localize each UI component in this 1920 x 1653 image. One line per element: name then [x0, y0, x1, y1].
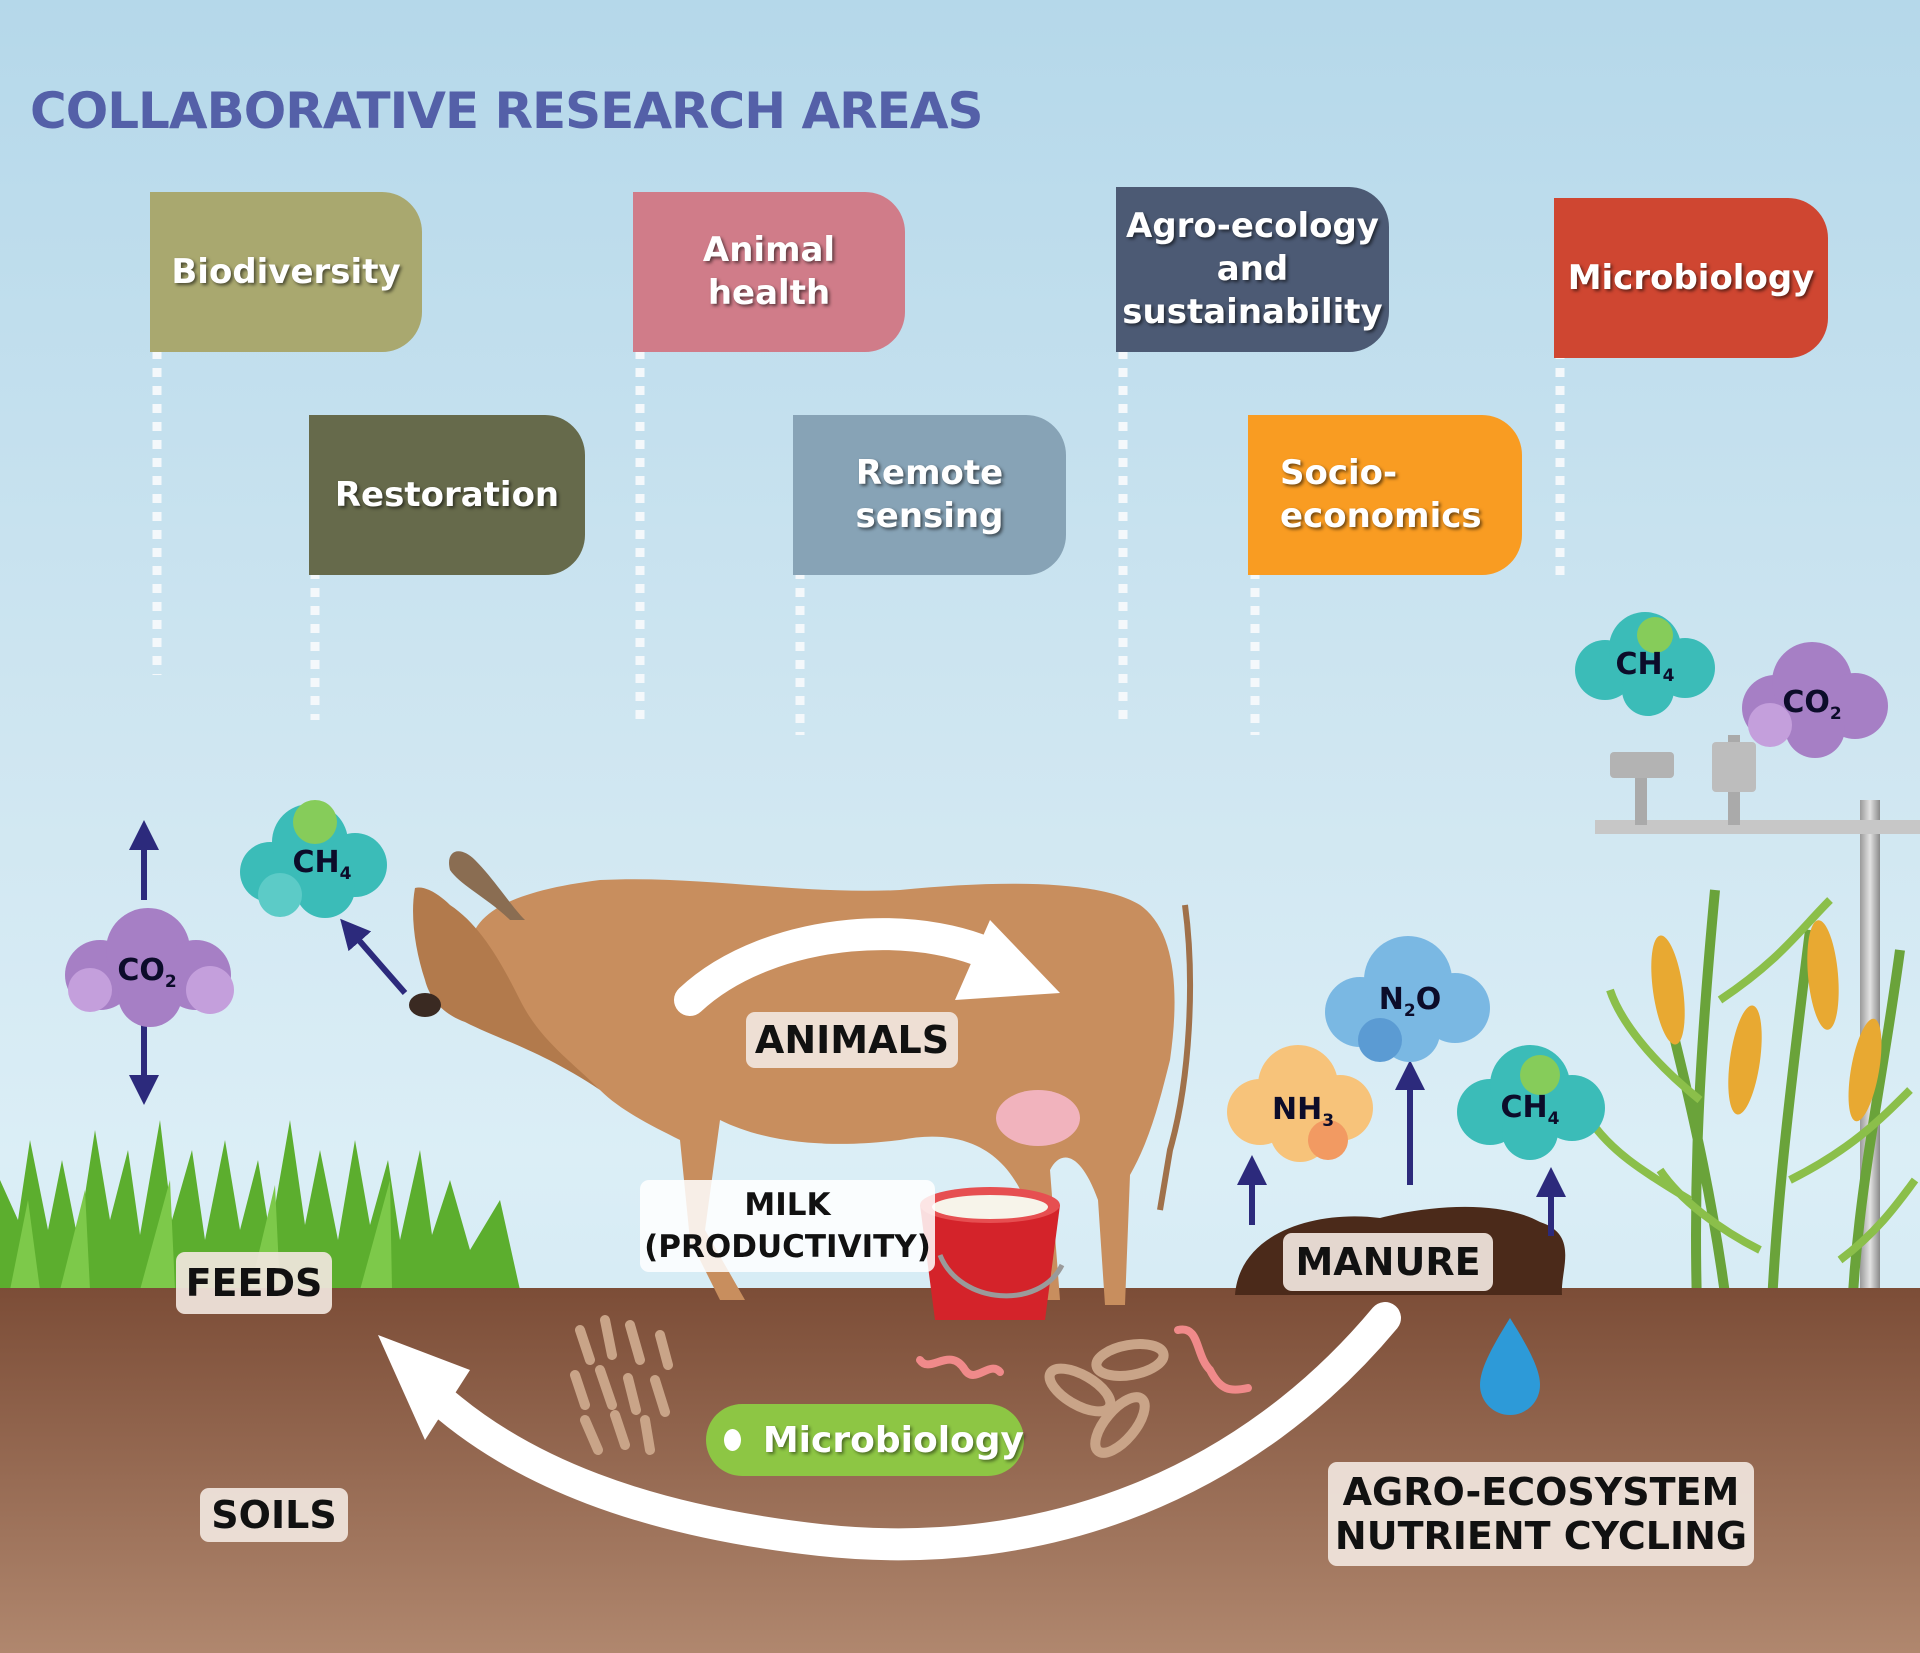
microbiology-pill: Microbiology: [706, 1404, 1024, 1476]
gas-base: CO: [117, 953, 165, 988]
gas-label-manure-ch4: CH4: [1490, 1090, 1570, 1129]
gas-subscript: 2: [1403, 1001, 1416, 1021]
gas-subscript: 4: [1547, 1109, 1560, 1129]
gas-subscript: 3: [1322, 1111, 1335, 1131]
grass: [0, 1120, 520, 1290]
water-drop-icon: [1480, 1318, 1540, 1415]
bullet-dot: [724, 1429, 741, 1451]
milk-productivity-label: MILK (PRODUCTIVITY): [640, 1180, 935, 1272]
cloud-left-ch4: [240, 800, 387, 918]
cloud-manure-nh3: [1227, 1045, 1373, 1162]
gas-tail: O: [1415, 982, 1442, 1017]
animals-label: ANIMALS: [746, 1012, 958, 1068]
milk-bucket: [920, 1187, 1065, 1320]
gas-subscript: 4: [339, 864, 352, 884]
gas-base: NH: [1271, 1092, 1323, 1127]
soil-microbes: [570, 1315, 1169, 1458]
cycle-arrows: [378, 918, 1401, 1561]
cloud-manure-n2o: [1325, 936, 1490, 1062]
cloud-station-ch4: [1575, 612, 1715, 716]
gas-base: N: [1378, 982, 1404, 1017]
flag-microbiology: Microbiology: [1554, 198, 1828, 358]
flag-agroecology-sustainability: Agro-ecology and sustainability: [1116, 187, 1389, 352]
gas-label-left-ch4: CH4: [282, 845, 362, 884]
flag-poles: [152, 350, 1565, 735]
gas-subscript: 2: [1829, 704, 1842, 724]
gas-base: CO: [1782, 685, 1830, 720]
corn-plants: [1586, 889, 1919, 1381]
gas-label-station-ch4: CH4: [1605, 647, 1685, 686]
gas-subscript: 4: [1662, 666, 1675, 686]
gas-label-manure-nh3: NH3: [1258, 1092, 1348, 1131]
gas-clouds: [65, 612, 1888, 1162]
flag-socioeconomics: Socio- economics: [1248, 415, 1522, 575]
manure-label: MANURE: [1283, 1233, 1493, 1291]
flag-animal-health: Animal health: [633, 192, 905, 352]
cloud-manure-ch4: [1457, 1045, 1605, 1160]
gas-base: CH: [1500, 1090, 1548, 1125]
earthworms: [916, 1325, 1252, 1394]
gas-base: CH: [1615, 647, 1663, 682]
gas-flow-arrows: [129, 820, 1566, 1236]
cloud-left-co2: [65, 908, 234, 1027]
cloud-station-co2: [1742, 642, 1888, 758]
flag-biodiversity: Biodiversity: [150, 192, 422, 352]
page-title: COLLABORATIVE RESEARCH AREAS: [30, 82, 984, 140]
gas-label-left-co2: CO2: [107, 953, 187, 992]
flag-remote-sensing: Remote sensing: [793, 415, 1066, 575]
soils-label: SOILS: [200, 1488, 348, 1542]
microbiology-pill-label: Microbiology: [762, 1419, 1024, 1461]
gas-label-manure-n2o: N2O: [1365, 982, 1455, 1021]
gas-subscript: 2: [164, 972, 177, 992]
gas-label-station-co2: CO2: [1772, 685, 1852, 724]
gas-base: CH: [292, 845, 340, 880]
nutrient-cycling-label: AGRO-ECOSYSTEM NUTRIENT CYCLING: [1328, 1462, 1754, 1566]
feeds-label: FEEDS: [176, 1252, 332, 1314]
flag-restoration: Restoration: [309, 415, 585, 575]
